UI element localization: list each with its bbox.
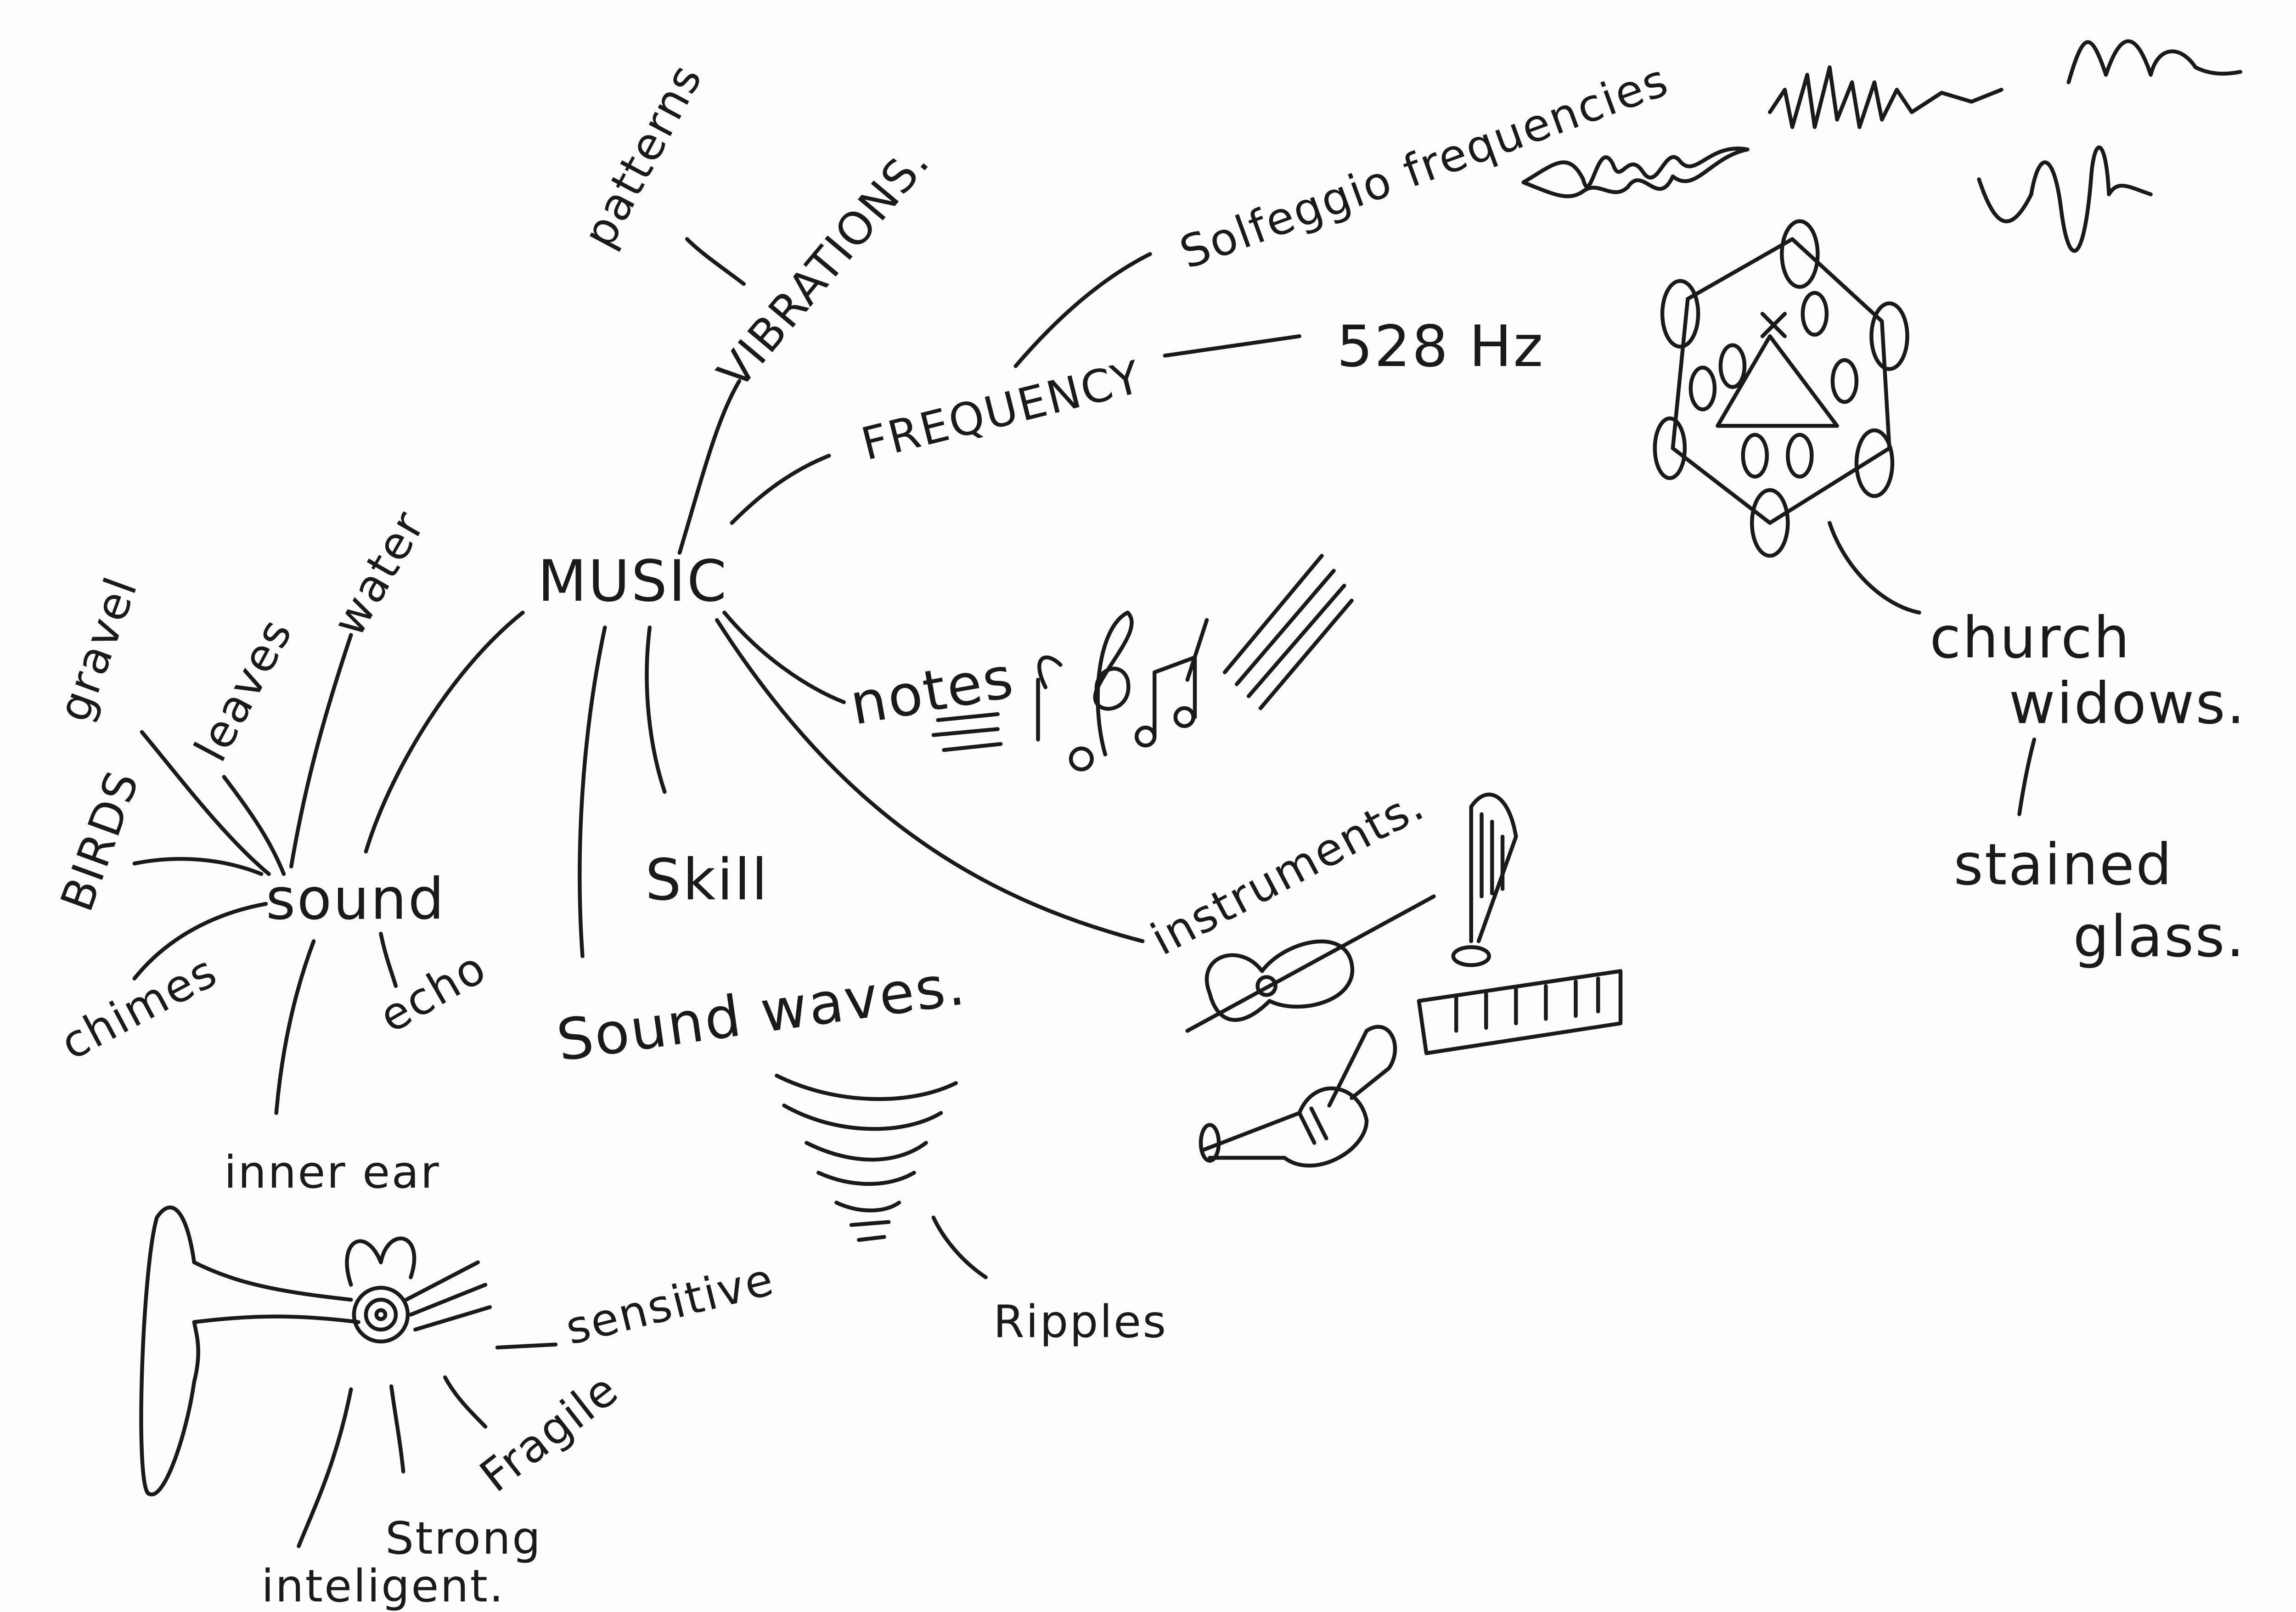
node-gravel: gravel (48, 569, 148, 728)
central-node-music: MUSIC (538, 548, 728, 614)
node-instruments: instruments. (1142, 778, 1433, 966)
node-528hz: 528 Hz (1337, 314, 1544, 380)
ear-sketch (139, 1206, 492, 1497)
node-windows: widows. (2009, 671, 2246, 737)
node-notes: notes (845, 644, 1019, 738)
node-glass: glass. (2073, 904, 2246, 970)
node-sound-waves: Sound waves. (553, 952, 970, 1074)
instruments-sketch (1185, 792, 1623, 1168)
music-notes-sketch (931, 553, 1354, 772)
node-skill: Skill (645, 847, 769, 913)
node-intelligent: inteligent. (261, 1560, 505, 1612)
node-strong: Strong (385, 1512, 542, 1565)
node-church: church (1930, 605, 2131, 671)
node-patterns: patterns (573, 55, 713, 256)
node-chimes: chimes (52, 945, 226, 1070)
node-water: water (323, 502, 436, 645)
node-inner-ear: inner ear (224, 1146, 440, 1199)
connectors (132, 237, 2037, 1548)
node-ripples: Ripples (993, 1296, 1167, 1348)
waveform-sketches (1521, 39, 2243, 253)
node-vibrations: VIBRATIONS. (708, 135, 940, 399)
sound-waves-sketch (775, 1073, 958, 1242)
node-leaves: leaves (185, 609, 303, 770)
violin-icon (1185, 894, 1436, 1033)
node-solfeggio-frequencies: Solfeggio frequencies (1173, 54, 1676, 279)
harp-icon (1451, 792, 1518, 967)
node-sound: sound (266, 867, 445, 933)
node-sensitive: sensitive (561, 1253, 780, 1355)
node-fragile: Fragile (470, 1363, 628, 1503)
node-birds: BIRDS (51, 763, 150, 918)
trumpet-icon (1199, 1025, 1397, 1168)
node-stained: stained (1953, 832, 2173, 898)
labels: MUSIC VIBRATIONS. patterns FREQUENCY Sol… (48, 54, 2246, 1612)
keyboard-icon (1417, 969, 1623, 1055)
church-window-sketch (1653, 219, 1909, 558)
node-frequency: FREQUENCY (856, 351, 1147, 471)
node-echo: echo (371, 941, 495, 1043)
